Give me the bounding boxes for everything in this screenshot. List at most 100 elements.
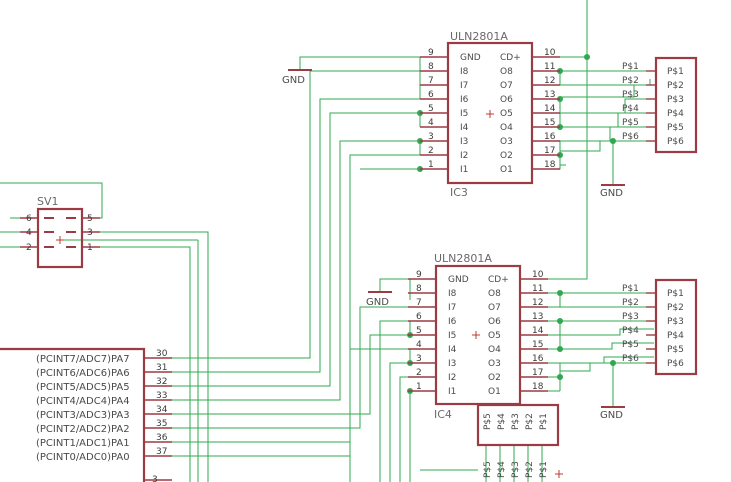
pin-label: I1 xyxy=(460,165,468,175)
pin-number: 14 xyxy=(532,326,544,336)
pin-number: 3 xyxy=(87,228,93,238)
pin-label: GND xyxy=(448,275,469,285)
pin-number: 2 xyxy=(26,243,32,253)
pin-number: 14 xyxy=(544,104,556,114)
pin-label: P$3 xyxy=(622,90,639,100)
pin-label: P$1 xyxy=(539,413,549,430)
pin-number: 36 xyxy=(156,433,168,443)
pin-number: 5 xyxy=(87,214,93,224)
pin-label: P$1 xyxy=(667,67,684,77)
pin-label: P$5 xyxy=(483,413,493,430)
gnd-conn-mid: GND xyxy=(600,406,625,421)
pin-number: 1 xyxy=(416,382,422,392)
pin-number: 31 xyxy=(156,363,167,373)
pin-number: 7 xyxy=(428,76,434,86)
pin-label: P$6 xyxy=(622,354,639,364)
pin-number: 3 xyxy=(428,132,434,142)
pin-label: I2 xyxy=(460,151,468,161)
pin-label: I4 xyxy=(460,123,469,133)
pin-number: 16 xyxy=(544,132,556,142)
pin-label: (PCINT2/ADC2)PA2 xyxy=(36,424,130,435)
pin-label: P$4 xyxy=(497,413,507,430)
pin-number: 5 xyxy=(428,104,434,114)
pin-label: P$5 xyxy=(483,461,493,478)
pin-label: I8 xyxy=(448,289,457,299)
pin-label: P$1 xyxy=(539,461,549,478)
pin-label: O5 xyxy=(500,109,513,119)
pin-label: P$3 xyxy=(667,95,684,105)
pin-label: I7 xyxy=(460,81,468,91)
pin-label: CD+ xyxy=(488,275,509,285)
gnd-ic4-label: GND xyxy=(366,297,389,308)
pin-number: 13 xyxy=(544,90,555,100)
pin-number: 17 xyxy=(532,368,543,378)
pin-number: 18 xyxy=(544,160,556,170)
gnd-conn-top-label: GND xyxy=(600,188,623,199)
pin-label: CD+ xyxy=(500,53,521,63)
pin-label: O7 xyxy=(500,81,513,91)
pin-number: 9 xyxy=(416,270,422,280)
pin-number: 35 xyxy=(156,419,167,429)
pin-number: 11 xyxy=(544,62,555,72)
mcu-chip[interactable]: 30(PCINT7/ADC7)PA731(PCINT6/ADC6)PA632(P… xyxy=(0,347,172,482)
pin-label: I7 xyxy=(448,303,456,313)
pin-label: P$6 xyxy=(667,137,684,147)
pin-label: P$1 xyxy=(622,62,639,72)
pin-label: P$2 xyxy=(622,298,639,308)
pin-label: O4 xyxy=(488,345,501,355)
pin-number: 6 xyxy=(416,312,422,322)
ic4-name: ULN2801A xyxy=(434,252,492,265)
gnd-ic4: GND xyxy=(366,291,392,308)
pin-number: 1 xyxy=(428,160,434,170)
pin-label: P$4 xyxy=(622,104,639,114)
pin-number: 8 xyxy=(428,62,434,72)
pin-label: O8 xyxy=(500,67,513,77)
pin-label: P$2 xyxy=(667,81,684,91)
gnd-conn-mid-label: GND xyxy=(600,410,623,421)
pin-number: 2 xyxy=(428,146,434,156)
pin-label: I2 xyxy=(448,373,456,383)
pin-label: O2 xyxy=(488,373,501,383)
pin-label: O8 xyxy=(488,289,501,299)
pin-number: 10 xyxy=(544,48,556,58)
connector-bottom[interactable]: P$5P$5P$4P$4P$3P$3P$2P$2P$1P$1 xyxy=(476,403,563,478)
pin-label: O1 xyxy=(488,387,501,397)
pin-label: P$6 xyxy=(622,132,639,142)
pin-label: P$4 xyxy=(497,461,507,478)
pin-label: I6 xyxy=(448,317,457,327)
pin-number: 7 xyxy=(416,298,422,308)
ic4-ref: IC4 xyxy=(434,408,452,421)
pin-label: O5 xyxy=(488,331,501,341)
pin-label: P$5 xyxy=(622,340,639,350)
pin-number: 15 xyxy=(544,118,555,128)
pin-label: P$2 xyxy=(525,461,535,478)
pin-number: 4 xyxy=(416,340,422,350)
pin-number: 30 xyxy=(156,349,168,359)
gnd-ic3-label: GND xyxy=(282,75,305,86)
pin-label: P$6 xyxy=(667,359,684,369)
pin-number: 37 xyxy=(156,447,167,457)
pin-number: 8 xyxy=(416,284,422,294)
pin-number: 17 xyxy=(544,146,555,156)
pin-number: 32 xyxy=(156,377,167,387)
pin-label: (PCINT1/ADC1)PA1 xyxy=(36,438,130,449)
pin-label: I4 xyxy=(448,345,457,355)
pin-number: 12 xyxy=(544,76,555,86)
pin-number: 16 xyxy=(532,354,544,364)
pin-label: I1 xyxy=(448,387,456,397)
pin-label: (PCINT7/ADC7)PA7 xyxy=(36,354,130,365)
pin-number: 6 xyxy=(26,214,32,224)
pin-number: 12 xyxy=(532,298,543,308)
pin-label: P$4 xyxy=(667,331,684,341)
pin-label: O6 xyxy=(500,95,513,105)
pin-number: 34 xyxy=(156,405,168,415)
pin-label: I8 xyxy=(460,67,469,77)
ic3-name: ULN2801A xyxy=(450,30,508,43)
